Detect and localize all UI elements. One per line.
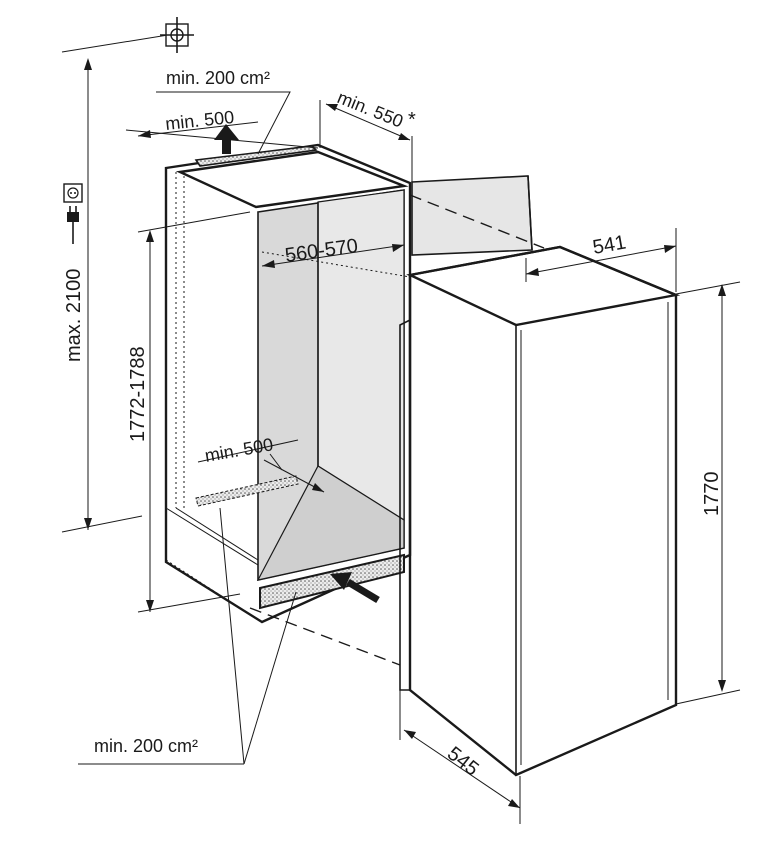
dim-rear-depth: min. 550 * [319,87,416,184]
dim-niche-height: 1772-1788 [127,211,251,613]
callout-top-vent: min. 200 cm² [156,68,291,155]
dim-top-depth: min. 500 [125,107,319,154]
appliance-depth-label: 545 [443,743,483,781]
airflow-arrow-in-icon [330,572,380,604]
power-socket-icon [63,183,83,203]
callout-bottom-vent: min. 200 cm² [78,507,380,765]
appliance-height-label: 1770 [701,472,723,517]
niche-height-label: 1772-1788 [127,346,149,442]
rear-depth-label: min. 550 [335,87,407,131]
niche-floor [256,465,405,581]
cabinet-top-face [175,150,409,209]
bottom-vent-grille [259,553,405,610]
top-vent-grille [194,145,318,167]
power-plug-icon [67,206,79,244]
dim-appliance-width: 541 [525,228,677,292]
appliance-body [408,245,678,777]
cabinet-door-panel [411,175,533,256]
projection-lines [165,194,545,666]
floor-vent-area [195,475,299,507]
airflow-arrow-up-icon [214,124,239,154]
appliance-front-door [515,294,677,777]
appliance [399,245,681,777]
dim-max-height: max. 2100 [61,34,169,533]
level-crosshair-icon [160,17,194,53]
bottom-vent-area-label: min. 200 cm² [94,736,198,756]
max-height-label: max. 2100 [63,269,85,362]
appliance-top [406,245,681,327]
top-vent-area-label: min. 200 cm² [166,68,270,88]
dim-appliance-depth: 545 [399,690,521,824]
dim-appliance-height: 1770 [675,281,741,705]
appliance-width-label: 541 [591,231,628,258]
niche-cabinet [164,143,412,624]
asterisk-mark: * [408,109,416,131]
